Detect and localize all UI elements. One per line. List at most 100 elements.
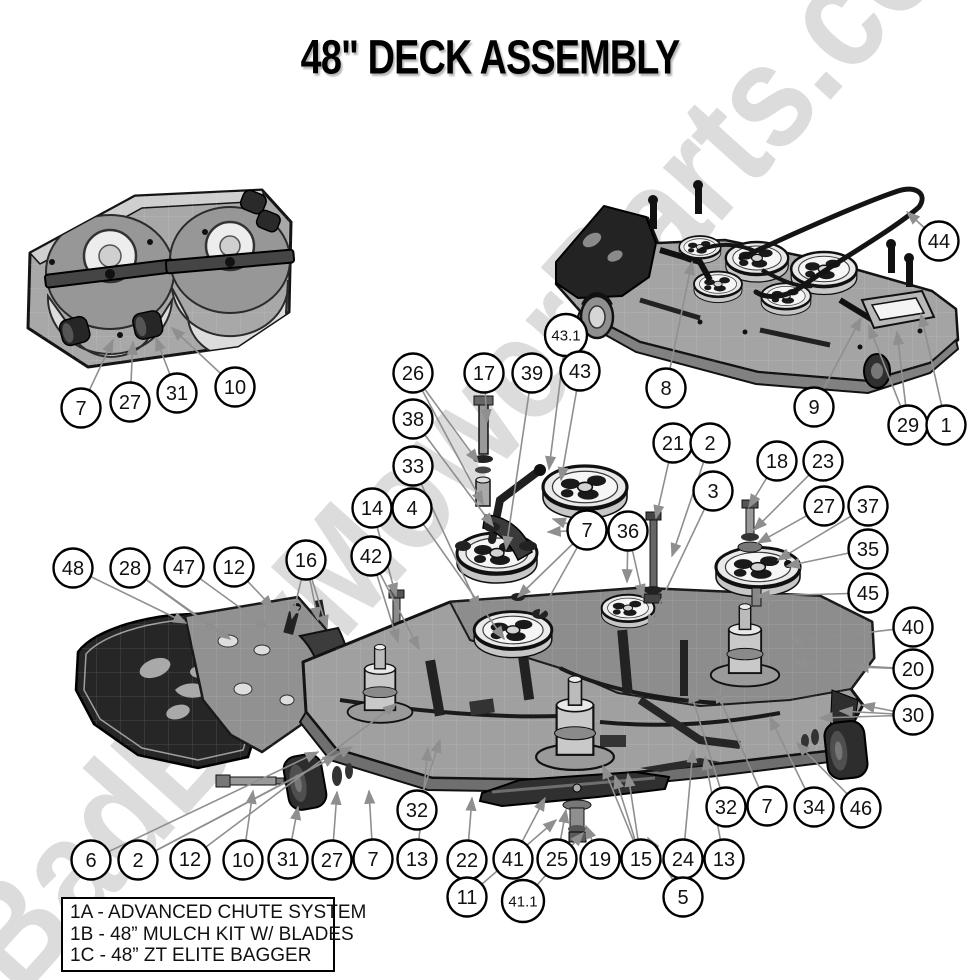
callout-24: 24 — [662, 838, 704, 880]
leader-line-12 — [189, 703, 398, 860]
anti-scalp-wheel — [255, 209, 281, 233]
svg-text:7: 7 — [367, 849, 378, 871]
callout-10: 10 — [222, 839, 264, 881]
svg-text:44: 44 — [928, 231, 950, 253]
callout-42: 42 — [350, 535, 392, 577]
svg-text:32: 32 — [406, 800, 428, 822]
callout-31: 31 — [156, 372, 198, 414]
callout-2: 2 — [689, 422, 731, 464]
mower-blade — [640, 758, 720, 772]
callout-6: 6 — [70, 839, 112, 881]
wheel-assembly-left — [215, 751, 353, 813]
leader-line-2 — [137, 746, 354, 861]
svg-text:42: 42 — [360, 546, 382, 568]
svg-text:38: 38 — [402, 409, 424, 431]
svg-text:26: 26 — [402, 363, 424, 385]
leader-line-33 — [412, 465, 480, 611]
callout-48: 48 — [52, 547, 94, 589]
svg-text:47: 47 — [173, 557, 195, 579]
leader-line-4 — [411, 507, 505, 641]
mower-blade — [43, 258, 176, 289]
svg-text:4: 4 — [406, 498, 417, 520]
callout-47: 47 — [163, 546, 205, 588]
svg-text:27: 27 — [119, 392, 141, 414]
callout-9: 9 — [793, 386, 835, 428]
callout-7: 7 — [746, 785, 788, 827]
callout-37: 37 — [847, 485, 889, 527]
callout-23: 23 — [802, 440, 844, 482]
svg-text:48: 48 — [62, 558, 84, 580]
leader-line-48 — [72, 567, 188, 624]
svg-text:33: 33 — [402, 456, 424, 478]
svg-text:29: 29 — [897, 415, 919, 437]
callout-12: 12 — [169, 838, 211, 880]
svg-text:46: 46 — [850, 798, 872, 820]
callout-4: 4 — [391, 487, 433, 529]
callout-36: 36 — [607, 510, 649, 552]
svg-text:34: 34 — [803, 797, 825, 819]
callout-45: 45 — [847, 572, 889, 614]
callout-7: 7 — [352, 838, 394, 880]
mower-blade — [164, 248, 296, 275]
callout-44: 44 — [918, 220, 960, 262]
callout-1: 1 — [925, 404, 967, 446]
callout-25: 25 — [536, 838, 578, 880]
svg-text:43: 43 — [569, 361, 591, 383]
legend-box: 1A - ADVANCED CHUTE SYSTEM 1B - 48” MULC… — [61, 897, 367, 972]
svg-text:7: 7 — [75, 398, 86, 420]
svg-text:32: 32 — [715, 797, 737, 819]
callout-20: 20 — [892, 648, 934, 690]
leader-line-40 — [787, 626, 914, 647]
svg-text:36: 36 — [617, 521, 639, 543]
leader-line-8 — [665, 260, 695, 389]
svg-text:1: 1 — [940, 415, 951, 437]
callout-11: 11 — [446, 876, 488, 918]
svg-text:41: 41 — [502, 849, 524, 871]
svg-text:17: 17 — [473, 363, 495, 385]
svg-text:11: 11 — [457, 887, 478, 909]
callout-40: 40 — [892, 606, 934, 648]
svg-text:7: 7 — [581, 520, 592, 542]
leader-line-7 — [715, 688, 768, 807]
legend-line-1c: 1C - 48” ZT ELITE BAGGER — [70, 945, 312, 966]
leader-line-38 — [412, 418, 494, 528]
callout-17: 17 — [463, 352, 505, 394]
svg-text:40: 40 — [902, 617, 924, 639]
svg-text:27: 27 — [813, 496, 835, 518]
callout-30: 30 — [892, 694, 934, 736]
svg-text:31: 31 — [277, 849, 299, 871]
legend-line-1a: 1A - ADVANCED CHUTE SYSTEM — [70, 902, 367, 923]
callout-32: 32 — [396, 789, 438, 831]
svg-text:7: 7 — [761, 796, 772, 818]
svg-text:12: 12 — [223, 557, 245, 579]
callout-15: 15 — [620, 838, 662, 880]
svg-text:14: 14 — [361, 498, 383, 520]
callout-43.1: 43.1 — [543, 312, 589, 358]
svg-text:24: 24 — [672, 849, 694, 871]
anti-scalp-wheel — [132, 310, 164, 340]
callout-43: 43 — [559, 350, 601, 392]
callout-38: 38 — [392, 398, 434, 440]
anti-scalp-wheel — [58, 315, 91, 347]
callout-26: 26 — [392, 352, 434, 394]
callout-27: 27 — [311, 839, 353, 881]
callout-31: 31 — [267, 838, 309, 880]
svg-text:5: 5 — [677, 887, 688, 909]
legend-line-1b: 1B - 48” MULCH KIT W/ BLADES — [70, 923, 354, 945]
deck-belt — [738, 186, 925, 299]
callout-13: 13 — [396, 838, 438, 880]
svg-text:13: 13 — [713, 849, 735, 871]
callout-7: 7 — [60, 387, 102, 429]
svg-text:21: 21 — [662, 433, 684, 455]
callout-10: 10 — [214, 366, 256, 408]
svg-text:9: 9 — [808, 397, 819, 419]
support-rod — [649, 517, 658, 597]
svg-text:28: 28 — [119, 558, 141, 580]
callout-5: 5 — [662, 876, 704, 918]
callout-12: 12 — [213, 546, 255, 588]
svg-text:45: 45 — [857, 583, 879, 605]
svg-text:2: 2 — [132, 850, 143, 872]
callout-27: 27 — [803, 485, 845, 527]
